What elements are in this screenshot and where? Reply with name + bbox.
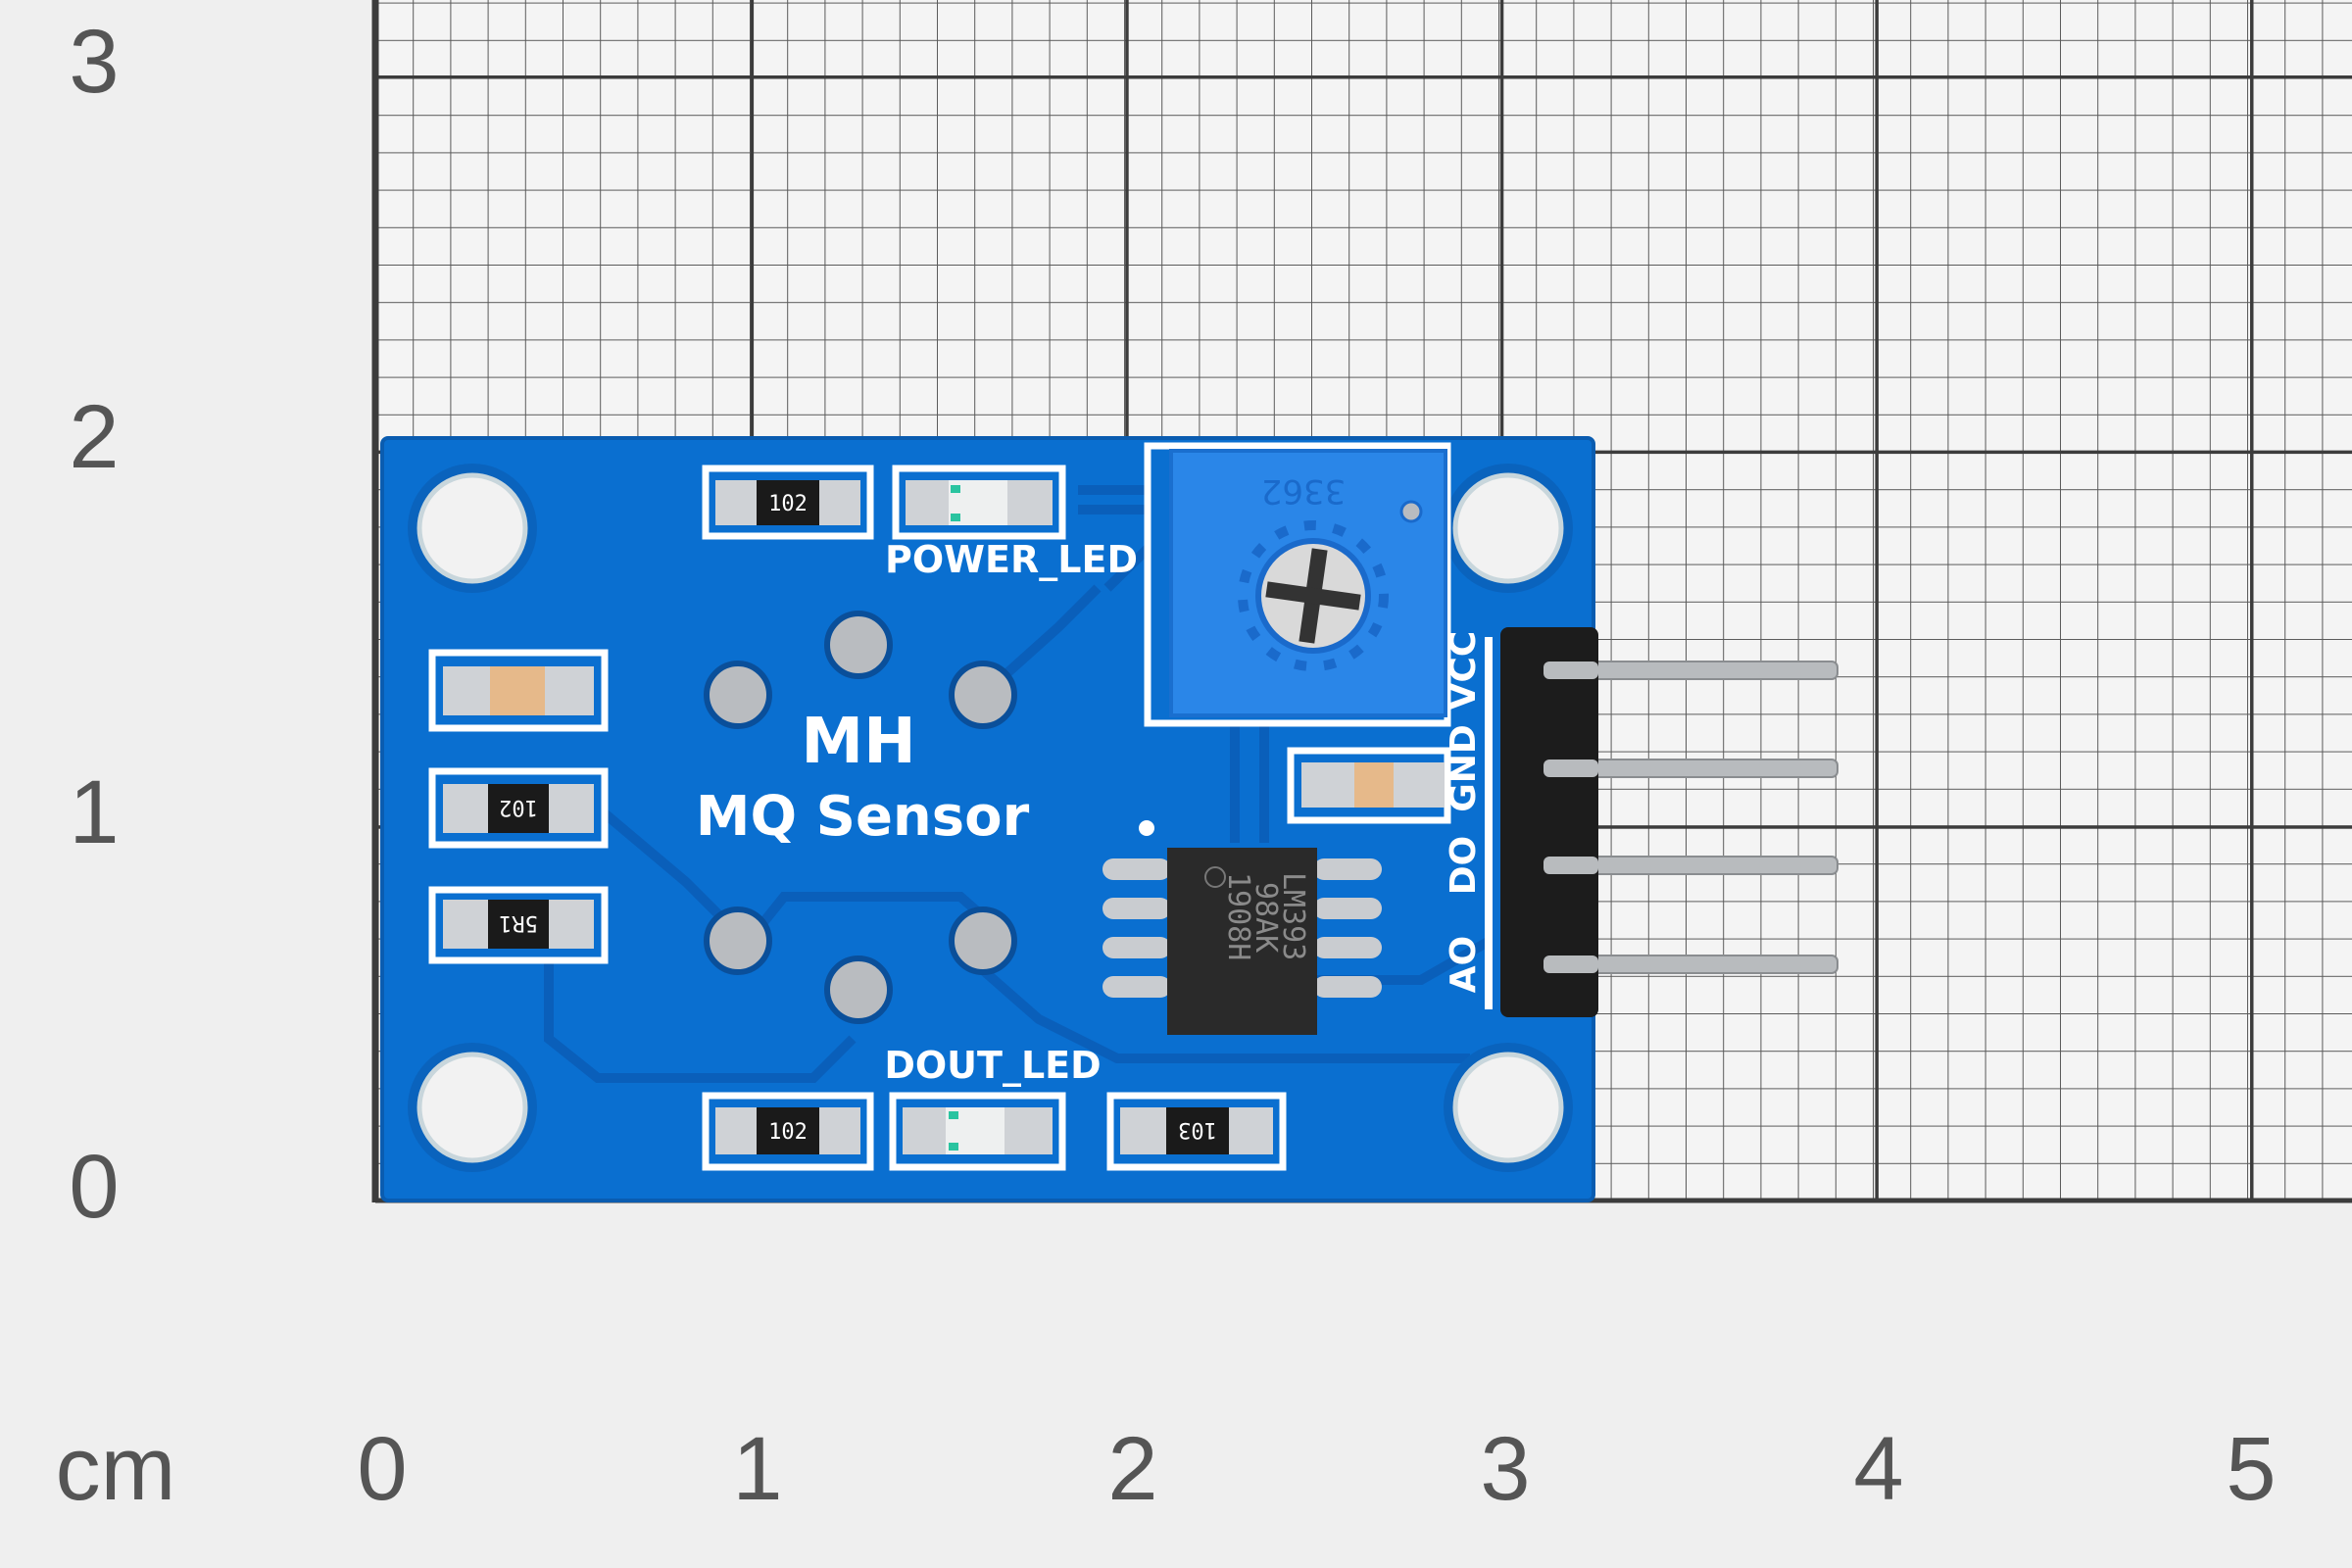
pin-label-do: DO <box>1444 836 1484 896</box>
y-tick-2: 2 <box>69 387 119 487</box>
x-tick-0: 0 <box>357 1419 407 1519</box>
x-axis-labels: cm 0 1 2 3 4 5 <box>56 1419 2277 1519</box>
header-pin-gnd[interactable] <box>1557 759 1838 778</box>
resistor-code: 102 <box>768 1120 808 1145</box>
pcb-board: MH MQ Sensor POWER_LED DOUT_LED 102 10 <box>380 436 1595 1202</box>
resistor-left-bottom: 5R1 <box>428 886 609 964</box>
pin-label-ao: AO <box>1444 936 1484 993</box>
power-led-label: POWER_LED <box>885 538 1138 581</box>
lm393-chip: LM393 98AK 1908H <box>1102 820 1382 1035</box>
capacitor-left <box>428 649 609 732</box>
pin-header[interactable] <box>1500 627 1838 1017</box>
x-tick-1: 1 <box>732 1419 782 1519</box>
power-led <box>892 465 1066 540</box>
mounting-holes <box>408 464 1573 1172</box>
y-tick-0: 0 <box>69 1137 119 1237</box>
header-pin-ao[interactable] <box>1557 955 1838 974</box>
capacitor-right <box>1287 747 1451 824</box>
pin-label-vcc: VCC <box>1444 631 1484 710</box>
x-tick-3: 3 <box>1480 1419 1530 1519</box>
resistor-left-middle: 102 <box>428 767 609 849</box>
sensor-pads <box>704 611 1017 1024</box>
dout-led-label: DOUT_LED <box>884 1044 1101 1087</box>
pot-marking: 3362 <box>1261 471 1347 511</box>
pin-label-gnd: GND <box>1444 724 1484 812</box>
chip-line-1: LM393 <box>1276 872 1310 960</box>
header-housing <box>1500 627 1598 1017</box>
dout-led <box>889 1092 1066 1171</box>
resistor-code: 102 <box>768 492 808 516</box>
resistor-code: 103 <box>1178 1117 1217 1142</box>
board-name-label: MQ Sensor <box>696 785 1030 849</box>
potentiometer[interactable]: 3362 <box>1144 442 1451 727</box>
resistor-code: 102 <box>499 795 538 819</box>
y-tick-3: 3 <box>69 12 119 112</box>
resistor-bottom-right: 103 <box>1106 1092 1287 1171</box>
pin-labels: VCC GND DO AO <box>1444 631 1493 1009</box>
header-pin-do[interactable] <box>1557 856 1838 875</box>
y-axis-labels: 0 1 2 3 <box>69 12 119 1237</box>
brand-label: MH <box>801 706 915 778</box>
header-pin-vcc[interactable] <box>1557 661 1838 680</box>
resistor-code: 5R1 <box>499 910 538 935</box>
resistor-bottom-left: 102 <box>702 1092 874 1171</box>
x-tick-5: 5 <box>2226 1419 2276 1519</box>
y-tick-1: 1 <box>69 762 119 862</box>
chip-line-2: 98AK <box>1249 882 1283 953</box>
unit-label: cm <box>56 1419 176 1519</box>
x-tick-4: 4 <box>1853 1419 1903 1519</box>
x-tick-2: 2 <box>1107 1419 1157 1519</box>
chip-line-3: 1908H <box>1221 872 1255 960</box>
resistor-top: 102 <box>702 465 874 540</box>
